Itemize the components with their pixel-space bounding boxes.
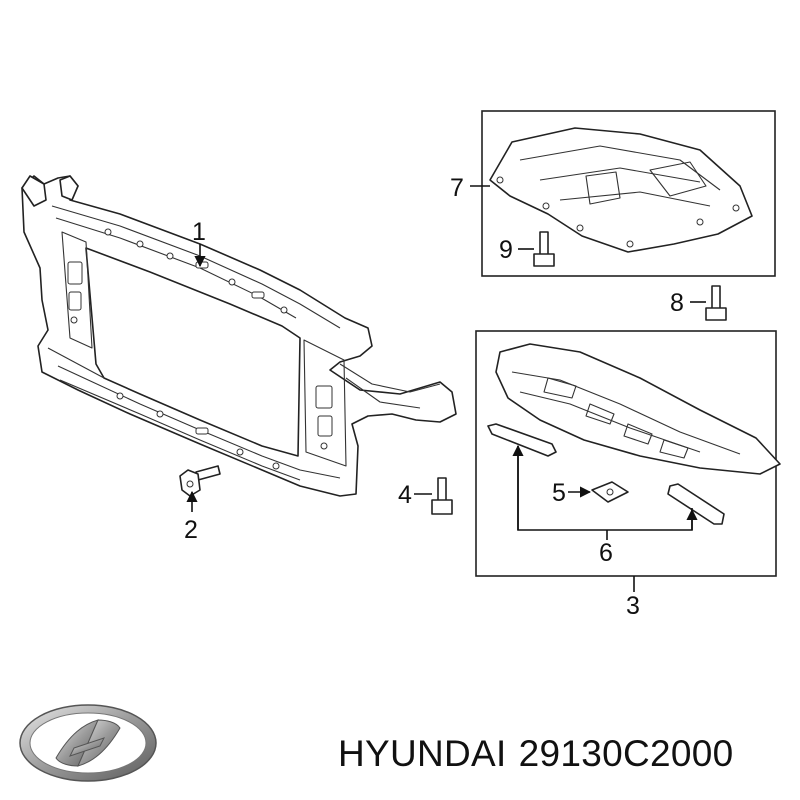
radiator-support-part — [21, 175, 457, 497]
bolt-part-8 — [705, 285, 727, 321]
clip-part-5 — [591, 481, 629, 503]
brand-name: HYUNDAI — [338, 733, 507, 774]
callout-8: 8 — [670, 289, 684, 317]
hyundai-logo-icon — [19, 704, 157, 782]
callout-4: 4 — [398, 481, 412, 509]
brand-caption: HYUNDAI 29130C2000 — [338, 733, 746, 775]
bracket-part-6-left — [487, 423, 557, 457]
callout-2: 2 — [184, 516, 198, 544]
bolt-part-9 — [533, 231, 555, 267]
engine-undercover-part — [489, 127, 753, 253]
undercover-box — [481, 110, 776, 277]
part-number: 29130C2000 — [518, 733, 734, 774]
callout-7: 7 — [450, 174, 464, 202]
callout-9: 9 — [499, 236, 513, 264]
bumper-lower-cover-part — [495, 343, 781, 475]
callout-6: 6 — [599, 539, 613, 567]
bracket-part-6-right — [667, 483, 725, 525]
bolt-part-4 — [431, 477, 453, 515]
lower-cover-box — [475, 330, 777, 577]
bolt-part-2 — [179, 465, 221, 497]
callout-3: 3 — [626, 592, 640, 620]
callout-1: 1 — [192, 218, 206, 246]
callout-5: 5 — [552, 479, 566, 507]
